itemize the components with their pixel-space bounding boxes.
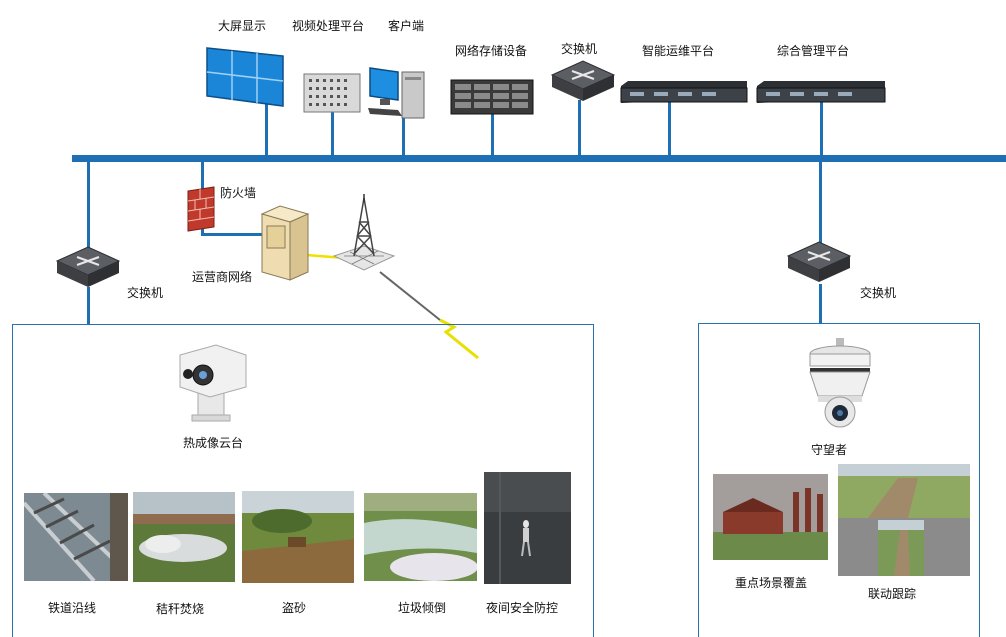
link-video-processing: [331, 112, 334, 156]
scenario-label-straw-burning: 秸秆焚烧: [156, 602, 205, 616]
link-storage: [491, 114, 494, 156]
gateway-server-icon: [260, 205, 310, 281]
link-top-switch: [578, 100, 581, 156]
video-wall-label: 大屏显示: [218, 19, 267, 33]
link-right-switch: [819, 160, 822, 250]
watcher-camera-icon: [809, 338, 871, 428]
network-backbone: [72, 155, 1006, 162]
link-firewall-gateway: [201, 233, 263, 236]
video-wall-icon: [206, 47, 284, 107]
management-platform-label: 综合管理平台: [777, 44, 850, 58]
link-left-box: [87, 287, 90, 325]
management-server-icon: [756, 81, 886, 103]
right-switch-label: 交换机: [860, 286, 897, 300]
firewall-label: 防火墙: [220, 186, 257, 200]
scenario-label-railway: 铁道沿线: [48, 601, 97, 615]
link-video-wall: [265, 100, 268, 156]
video-processing-icon: [303, 73, 361, 113]
link-left-switch: [87, 160, 90, 254]
video-processing-label: 视频处理平台: [292, 19, 365, 33]
link-client: [402, 116, 405, 156]
storage-icon: [450, 79, 534, 115]
ops-server-icon: [620, 81, 748, 103]
scenario-label-sand-theft: 盗砂: [282, 601, 307, 615]
link-ops-platform: [668, 102, 671, 156]
link-right-box: [819, 284, 822, 324]
scenario-photo-garbage-dumping: [364, 493, 477, 581]
left-switch-icon: [55, 246, 121, 287]
link-management-platform: [820, 102, 823, 156]
right-switch-icon: [786, 241, 852, 282]
right-site-box: [698, 323, 980, 637]
scenario-photo-railway: [24, 493, 128, 581]
left-switch-label: 交换机: [127, 286, 164, 300]
scenario-photo-sand-theft: [242, 491, 354, 583]
scenario-photo-night-security: [484, 472, 571, 584]
carrier-network-label: 运营商网络: [192, 270, 253, 284]
thermal-ptz-camera-icon: [179, 344, 247, 422]
scenario-label-key-area-coverage: 重点场景覆盖: [735, 576, 808, 590]
thermal-ptz-camera-label: 热成像云台: [183, 436, 244, 450]
firewall-icon: [187, 186, 215, 232]
scenario-photo-linked-tracking: [838, 464, 970, 576]
lightning-bolt-icon: [439, 318, 479, 360]
scenario-label-night-security: 夜间安全防控: [486, 601, 559, 615]
top-switch-icon: [550, 60, 616, 101]
signal-tower-icon: [332, 194, 396, 271]
ops-platform-label: 智能运维平台: [642, 44, 715, 58]
client-label: 客户端: [388, 19, 425, 33]
top-switch-label: 交换机: [561, 42, 598, 56]
watcher-camera-label: 守望者: [811, 443, 848, 457]
scenario-label-linked-tracking: 联动跟踪: [868, 587, 917, 601]
left-site-box: [12, 324, 594, 637]
scenario-label-garbage-dumping: 垃圾倾倒: [398, 601, 447, 615]
scenario-photo-straw-burning: [133, 492, 235, 582]
storage-label: 网络存储设备: [455, 44, 528, 58]
client-computer-icon: [368, 67, 425, 119]
scenario-photo-key-area-coverage: [713, 474, 828, 560]
